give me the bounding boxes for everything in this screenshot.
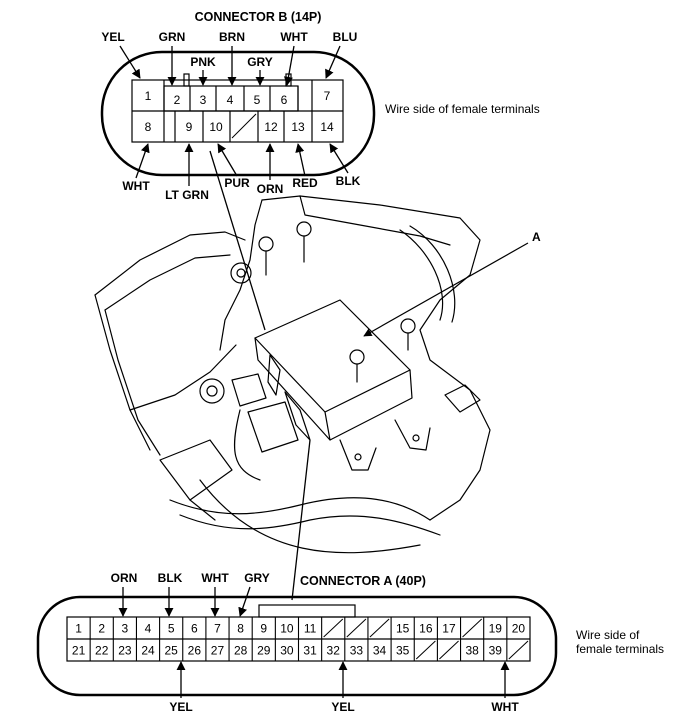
pin-a4: 4 bbox=[145, 622, 152, 636]
pin-a22: 22 bbox=[95, 644, 109, 658]
connector-a-title: CONNECTOR A (40P) bbox=[300, 574, 426, 588]
pin-a15: 15 bbox=[396, 622, 410, 636]
pin-a21: 21 bbox=[72, 644, 86, 658]
connector-a-empty-cavity bbox=[346, 618, 367, 638]
wire-label-red: RED bbox=[292, 176, 318, 190]
pin-a31: 31 bbox=[303, 644, 317, 658]
pin-b13: 13 bbox=[291, 120, 305, 134]
pin-a30: 30 bbox=[280, 644, 294, 658]
wire-label-blu: BLU bbox=[333, 30, 358, 44]
wire-label-pur: PUR bbox=[224, 176, 250, 190]
pin-b2: 2 bbox=[174, 93, 181, 107]
pin-a11: 11 bbox=[304, 622, 317, 636]
wire-label-orn: ORN bbox=[257, 182, 284, 196]
pin-b8: 8 bbox=[145, 120, 152, 134]
connector-a-empty-cavity bbox=[369, 618, 390, 638]
pin-a5: 5 bbox=[168, 622, 175, 636]
wire-label-lt-grn: LT GRN bbox=[165, 188, 209, 202]
pin-a32: 32 bbox=[327, 644, 341, 658]
connector-a-empty-cavity bbox=[323, 618, 344, 638]
connector-leader-lines bbox=[209, 150, 311, 601]
pin-a1: 1 bbox=[75, 622, 82, 636]
connector-a-empty-cavity bbox=[439, 640, 459, 660]
pin-a34: 34 bbox=[373, 644, 387, 658]
pin-b6: 6 bbox=[281, 93, 288, 107]
pin-a16: 16 bbox=[419, 622, 433, 636]
connector-b-pins: 1 2 3 4 5 6 7 8 9 10 12 13 14 bbox=[145, 89, 334, 134]
connector-a-arrows bbox=[118, 586, 510, 698]
pin-a10: 10 bbox=[280, 622, 294, 636]
pin-a24: 24 bbox=[141, 644, 155, 658]
pin-a38: 38 bbox=[465, 644, 479, 658]
connector-a-caption-line1: Wire side of bbox=[576, 628, 640, 642]
connector-b-face bbox=[131, 73, 344, 143]
connector-a-empty-cavity bbox=[508, 640, 529, 660]
connector-b-wire-labels: YEL GRN PNK BRN GRY WHT BLU WHT LT GRN P… bbox=[101, 30, 360, 202]
wire-label-yel-25: YEL bbox=[169, 700, 192, 714]
pin-a8: 8 bbox=[237, 622, 244, 636]
pin-a6: 6 bbox=[191, 622, 198, 636]
wire-label-yel-32: YEL bbox=[331, 700, 354, 714]
pin-b10: 10 bbox=[209, 120, 223, 134]
connector-a-outline bbox=[36, 595, 558, 697]
wire-label-wht-bottom: WHT bbox=[122, 179, 150, 193]
wire-label-pnk: PNK bbox=[190, 55, 216, 69]
pin-a25: 25 bbox=[164, 644, 178, 658]
pin-b9: 9 bbox=[186, 120, 193, 134]
pin-b14: 14 bbox=[320, 120, 334, 134]
wire-label-wht: WHT bbox=[280, 30, 308, 44]
pin-a33: 33 bbox=[350, 644, 364, 658]
connector-b-outline bbox=[100, 50, 376, 177]
connector-b-caption: Wire side of female terminals bbox=[385, 102, 540, 116]
pin-a2: 2 bbox=[98, 622, 105, 636]
connector-a-empty-cavity bbox=[462, 618, 483, 638]
connector-a-caption-line2: female terminals bbox=[576, 642, 664, 656]
connector-a-empty-cavity bbox=[415, 640, 436, 660]
wire-label-orn-a: ORN bbox=[111, 571, 138, 585]
pin-b4: 4 bbox=[227, 93, 234, 107]
pin-b7: 7 bbox=[324, 89, 331, 103]
wire-label-gry: GRY bbox=[247, 55, 273, 69]
wire-label-blk-a: BLK bbox=[158, 571, 183, 585]
pin-a19: 19 bbox=[489, 622, 503, 636]
component-a-arrow bbox=[363, 242, 529, 337]
wire-label-brn: BRN bbox=[219, 30, 245, 44]
pin-b12: 12 bbox=[264, 120, 278, 134]
pin-b5: 5 bbox=[254, 93, 261, 107]
wire-label-wht-39: WHT bbox=[491, 700, 519, 714]
connector-b-title: CONNECTOR B (14P) bbox=[195, 10, 322, 24]
pin-b3: 3 bbox=[200, 93, 207, 107]
engine-bay-illustration bbox=[94, 195, 491, 554]
wire-label-yel: YEL bbox=[101, 30, 124, 44]
pin-a28: 28 bbox=[234, 644, 248, 658]
connector-b-arrows bbox=[119, 45, 349, 186]
wire-label-wht-a: WHT bbox=[201, 571, 229, 585]
connector-a-wire-labels: ORN BLK WHT GRY YEL YEL WHT bbox=[111, 571, 520, 714]
wire-label-gry-a: GRY bbox=[244, 571, 270, 585]
wire-label-grn: GRN bbox=[159, 30, 186, 44]
pin-a39: 39 bbox=[489, 644, 503, 658]
pin-a20: 20 bbox=[512, 622, 526, 636]
pin-a35: 35 bbox=[396, 644, 410, 658]
pin-a9: 9 bbox=[260, 622, 267, 636]
pin-a26: 26 bbox=[188, 644, 202, 658]
pin-a23: 23 bbox=[118, 644, 132, 658]
pin-a27: 27 bbox=[211, 644, 225, 658]
wire-label-blk: BLK bbox=[336, 174, 361, 188]
bolt-icons bbox=[258, 221, 416, 383]
component-label-a: A bbox=[532, 230, 541, 244]
pin-a7: 7 bbox=[214, 622, 221, 636]
pin-b1: 1 bbox=[145, 89, 152, 103]
pin-a3: 3 bbox=[122, 622, 129, 636]
pin-a17: 17 bbox=[442, 622, 456, 636]
pin-a29: 29 bbox=[257, 644, 271, 658]
